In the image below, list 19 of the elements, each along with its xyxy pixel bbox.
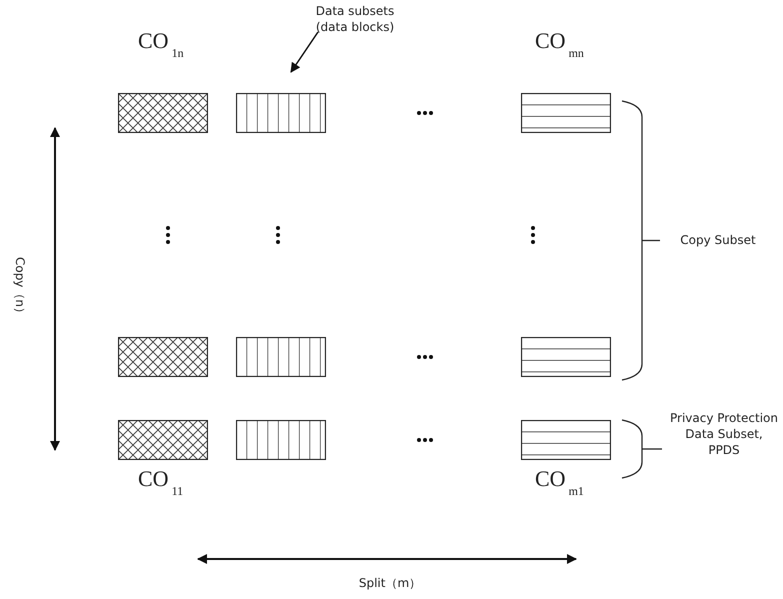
brace-label: Privacy Protection Data Subset, PPDS <box>669 410 779 458</box>
data-block <box>118 337 208 377</box>
axis-label: Copy（n） <box>12 256 28 322</box>
data-block <box>118 420 208 460</box>
callout-text: Data subsets (data blocks) <box>305 3 405 37</box>
data-block <box>521 93 611 133</box>
block-label: CO$_{mn}$ <box>535 28 584 61</box>
leader-arrow <box>290 32 319 73</box>
brace-label: Copy Subset <box>679 232 757 248</box>
data-block <box>118 93 208 133</box>
data-block <box>236 93 326 133</box>
block-label: CO$_{m1}$ <box>535 466 584 499</box>
data-block <box>521 420 611 460</box>
data-block <box>521 337 611 377</box>
data-block <box>236 337 326 377</box>
block-label: CO$_{11}$ <box>138 466 184 499</box>
block-label: CO$_{1n}$ <box>138 28 184 61</box>
axis-label: Split（m） <box>358 575 422 591</box>
data-block <box>236 420 326 460</box>
